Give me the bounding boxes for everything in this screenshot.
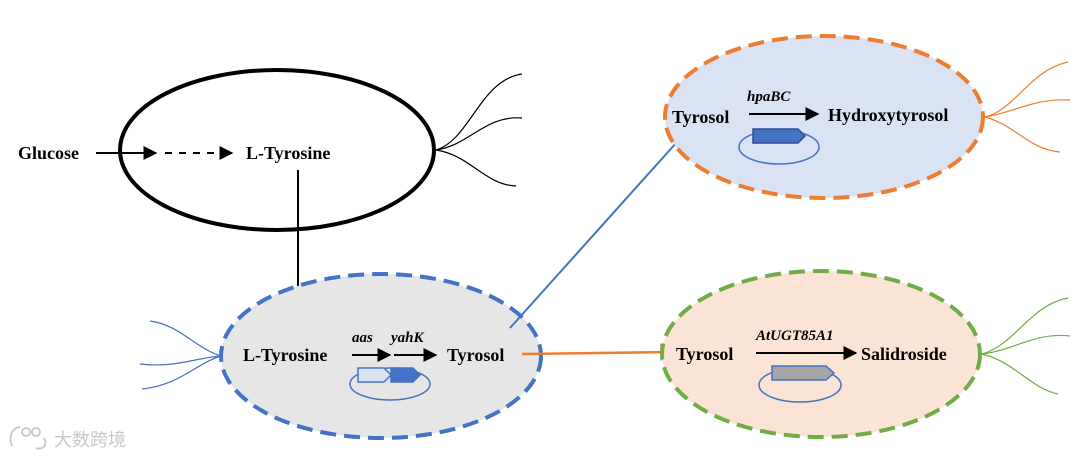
- tyrosol-blue-label: Tyrosol: [447, 345, 504, 365]
- gene-hpaBC-label: hpaBC: [747, 89, 791, 105]
- glucose-label: Glucose: [18, 143, 79, 163]
- plasmid-ring: [349, 367, 431, 401]
- salidroside-label: Salidroside: [861, 344, 947, 364]
- gene-atugt-label: AtUGT85A1: [755, 328, 834, 344]
- gene-block-hpaBC: [752, 128, 807, 144]
- flagella-hydroxytyrosol: [984, 61, 1071, 153]
- gene-block-atugt: [771, 365, 836, 381]
- plasmid-hpaBC: [738, 128, 820, 165]
- cell-hydroxytyrosol: [663, 34, 1071, 200]
- gene-yahK-label: yahK: [389, 330, 425, 346]
- hydroxytyrosol-label: Hydroxytyrosol: [828, 105, 948, 125]
- flagella-tyrosol: [139, 320, 222, 390]
- arrow-orange-to-salidroside-cell: [521, 343, 678, 361]
- watermark: 大数跨境: [9, 426, 126, 451]
- ltyrosine-top-label: L-Tyrosine: [246, 143, 330, 163]
- plasmid-aas-yahK: [349, 367, 431, 401]
- tyrosol-hydroxy-label: Tyrosol: [672, 107, 729, 127]
- watermark-text: 大数跨境: [54, 430, 126, 451]
- plasmid-atugt: [758, 365, 842, 403]
- gene-block-yahK: [390, 367, 422, 383]
- gene-block-aas: [357, 367, 393, 383]
- gene-aas-label: aas: [352, 330, 373, 346]
- flagella-host: [435, 73, 523, 187]
- flagella-salidroside: [981, 297, 1071, 395]
- cell-hydroxytyrosol-membrane: [663, 34, 985, 200]
- cell-host-membrane: [118, 68, 436, 232]
- ltyrosine-bottom-label: L-Tyrosine: [243, 345, 327, 365]
- tyrosol-salidroside-label: Tyrosol: [676, 344, 733, 364]
- arrow-blue-to-hydroxy-cell: [509, 130, 687, 329]
- watermark-logo-icon: [9, 426, 47, 450]
- cell-host: [118, 68, 523, 232]
